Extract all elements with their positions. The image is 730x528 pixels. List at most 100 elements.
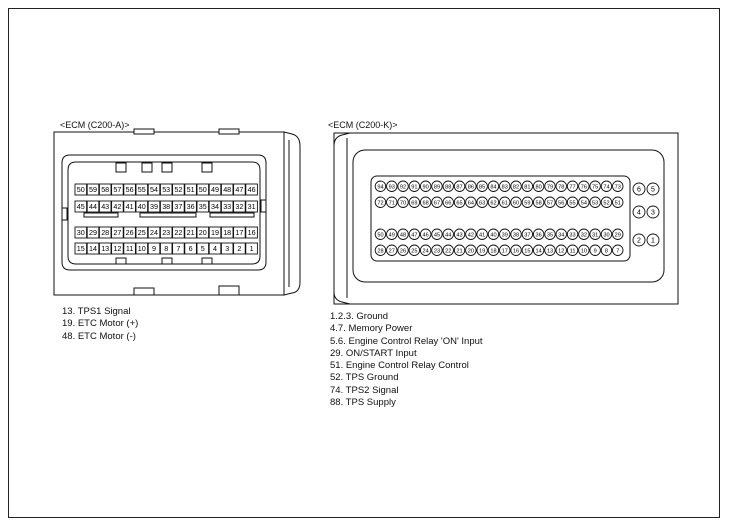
pin-cell: 41 [476, 228, 488, 240]
pin-cell: 12 [555, 244, 567, 256]
pin-cell: 36 [532, 228, 545, 240]
svg-text:43: 43 [456, 232, 462, 238]
pin-cell: 81 [521, 180, 534, 192]
connector-a-title: <ECM (C200-A)> [60, 120, 130, 130]
svg-text:82: 82 [513, 184, 519, 190]
svg-text:44: 44 [89, 202, 97, 211]
svg-text:50: 50 [199, 185, 207, 194]
svg-text:10: 10 [138, 244, 146, 253]
pin-cell: 13 [98, 242, 112, 255]
svg-text:26: 26 [400, 248, 406, 254]
pin-cell: 16 [245, 226, 258, 239]
svg-text:64: 64 [468, 200, 474, 206]
pin-cell: 16 [510, 244, 522, 256]
svg-text:68: 68 [423, 200, 429, 206]
pin-cell: 47 [233, 183, 246, 196]
pin-cell: 40 [487, 228, 500, 240]
svg-text:85: 85 [479, 184, 485, 190]
svg-text:34: 34 [211, 202, 219, 211]
pin-cell: 56 [555, 196, 567, 208]
legend-item: 52. TPS Ground [330, 372, 399, 384]
legend-item: 88. TPS Supply [330, 397, 396, 409]
pin-cell: 14 [532, 244, 545, 256]
svg-text:59: 59 [89, 185, 97, 194]
pin-cell: 6 [184, 242, 197, 255]
pin-cell: 48 [220, 183, 234, 196]
svg-text:5: 5 [651, 187, 655, 194]
pin-cell: 30 [74, 226, 88, 239]
pin-cell: 29 [612, 228, 624, 240]
pin-cell: 52 [600, 196, 613, 208]
svg-text:8: 8 [164, 244, 168, 253]
svg-text:72: 72 [377, 200, 383, 206]
pin-cell: 71 [386, 196, 398, 208]
svg-text:3: 3 [225, 244, 229, 253]
legend-item: 5.6. Engine Control Relay 'ON' Input [330, 335, 483, 347]
pin-cell: 43 [98, 200, 112, 213]
svg-text:55: 55 [138, 185, 146, 194]
svg-text:17: 17 [502, 248, 508, 254]
svg-text:40: 40 [138, 202, 146, 211]
svg-text:65: 65 [456, 200, 462, 206]
svg-text:50: 50 [77, 185, 85, 194]
svg-text:40: 40 [490, 232, 496, 238]
svg-text:2: 2 [637, 238, 641, 245]
svg-text:56: 56 [126, 185, 134, 194]
pin-cell: 36 [184, 200, 197, 213]
pin-cell: 49 [208, 183, 222, 196]
connector-a-body [53, 131, 285, 296]
pin-cell: 9 [589, 244, 601, 256]
svg-text:7: 7 [616, 248, 619, 254]
pin-cell: 34 [208, 200, 222, 213]
pin-cell: 21 [453, 244, 466, 256]
pin-cell: 52 [172, 183, 185, 196]
pin-cell: 24 [147, 226, 161, 239]
pin-cell: 86 [465, 180, 477, 192]
pin-cell: 72 [374, 196, 387, 208]
pin-cell: 28 [374, 244, 387, 256]
pin-cell: 67 [431, 196, 443, 208]
connector-a-latch [283, 131, 301, 296]
pin-cell: 22 [442, 244, 454, 256]
svg-text:60: 60 [513, 200, 519, 206]
pin-cell: 73 [612, 180, 624, 192]
svg-text:21: 21 [187, 228, 195, 237]
connector-a-legend: 13. TPS1 Signal 19. ETC Motor (+) 48. ET… [62, 306, 138, 343]
svg-text:33: 33 [569, 232, 575, 238]
pin-cell: 31 [245, 200, 258, 213]
svg-text:33: 33 [223, 202, 231, 211]
pin-cell: 1 [245, 242, 258, 255]
svg-text:29: 29 [89, 228, 97, 237]
svg-text:49: 49 [211, 185, 219, 194]
connector-k [333, 132, 679, 305]
pin-cell: 19 [208, 226, 222, 239]
pin-cell: 1 [646, 233, 660, 247]
pin-cell: 39 [147, 200, 161, 213]
svg-text:59: 59 [524, 200, 530, 206]
pin-cell: 8 [600, 244, 613, 256]
pin-cell: 74 [600, 180, 613, 192]
svg-text:22: 22 [445, 248, 451, 254]
pin-cell: 25 [135, 226, 149, 239]
svg-text:2: 2 [237, 244, 241, 253]
svg-text:1: 1 [651, 238, 655, 245]
pin-cell: 46 [245, 183, 258, 196]
legend-item: 29. ON/START Input [330, 347, 417, 359]
svg-text:94: 94 [377, 184, 383, 190]
svg-text:17: 17 [235, 228, 243, 237]
pin-cell: 85 [476, 180, 488, 192]
svg-text:34: 34 [558, 232, 564, 238]
connector-k-face [370, 175, 631, 262]
svg-text:53: 53 [592, 200, 598, 206]
svg-text:42: 42 [113, 202, 121, 211]
legend-item: 4.7. Memory Power [330, 323, 413, 335]
pin-cell: 19 [476, 244, 488, 256]
svg-text:41: 41 [126, 202, 134, 211]
pin-cell: 25 [408, 244, 421, 256]
pin-cell: 2 [233, 242, 246, 255]
pin-cell: 48 [397, 228, 409, 240]
svg-text:15: 15 [77, 244, 85, 253]
svg-text:29: 29 [615, 232, 621, 238]
svg-text:38: 38 [513, 232, 519, 238]
